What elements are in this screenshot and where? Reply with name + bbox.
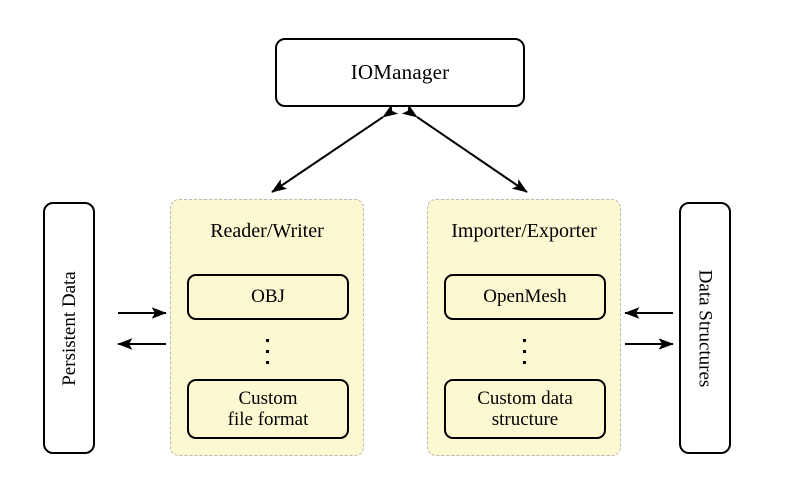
item-custom-data-structure[interactable]: Custom data structure bbox=[444, 379, 606, 439]
item-custom-file-format[interactable]: Custom file format bbox=[187, 379, 349, 439]
ellipsis-importer-exporter bbox=[428, 329, 620, 373]
item-custom-data-structure-label: Custom data structure bbox=[477, 388, 573, 431]
node-iomanager-label: IOManager bbox=[350, 60, 450, 84]
node-iomanager[interactable]: IOManager bbox=[275, 38, 525, 107]
group-importer-exporter-title: Importer/Exporter bbox=[451, 220, 597, 242]
ellipsis-reader-writer bbox=[171, 329, 363, 373]
group-importer-exporter[interactable]: Importer/Exporter OpenMesh Custom data s… bbox=[427, 199, 621, 456]
node-persistent-data[interactable]: Persistent Data bbox=[43, 202, 95, 454]
item-openmesh[interactable]: OpenMesh bbox=[444, 274, 606, 320]
ellipsis-dot bbox=[265, 360, 269, 364]
group-reader-writer-title: Reader/Writer bbox=[210, 220, 324, 242]
node-persistent-data-label: Persistent Data bbox=[58, 270, 80, 386]
item-obj-label: OBJ bbox=[251, 286, 285, 308]
group-reader-writer[interactable]: Reader/Writer OBJ Custom file format bbox=[170, 199, 364, 456]
item-custom-data-structure-line1: Custom data bbox=[477, 387, 573, 409]
item-custom-file-format-line1: Custom bbox=[238, 387, 298, 409]
item-custom-data-structure-line2: structure bbox=[491, 409, 559, 430]
ellipsis-dot bbox=[265, 349, 269, 353]
ellipsis-dot bbox=[522, 338, 526, 342]
ellipsis-dot bbox=[265, 338, 269, 342]
item-custom-file-format-line2: file format bbox=[227, 409, 309, 430]
ellipsis-dot bbox=[522, 360, 526, 364]
ellipsis-dot bbox=[522, 349, 526, 353]
item-custom-file-format-label: Custom file format bbox=[228, 388, 309, 431]
item-openmesh-label: OpenMesh bbox=[483, 286, 567, 308]
node-data-structures[interactable]: Data Structures bbox=[679, 202, 731, 454]
node-data-structures-label: Data Structures bbox=[694, 269, 716, 387]
connector-manager-importer-exporter bbox=[401, 104, 528, 193]
item-obj[interactable]: OBJ bbox=[187, 274, 349, 320]
connector-manager-reader-writer bbox=[271, 104, 399, 193]
